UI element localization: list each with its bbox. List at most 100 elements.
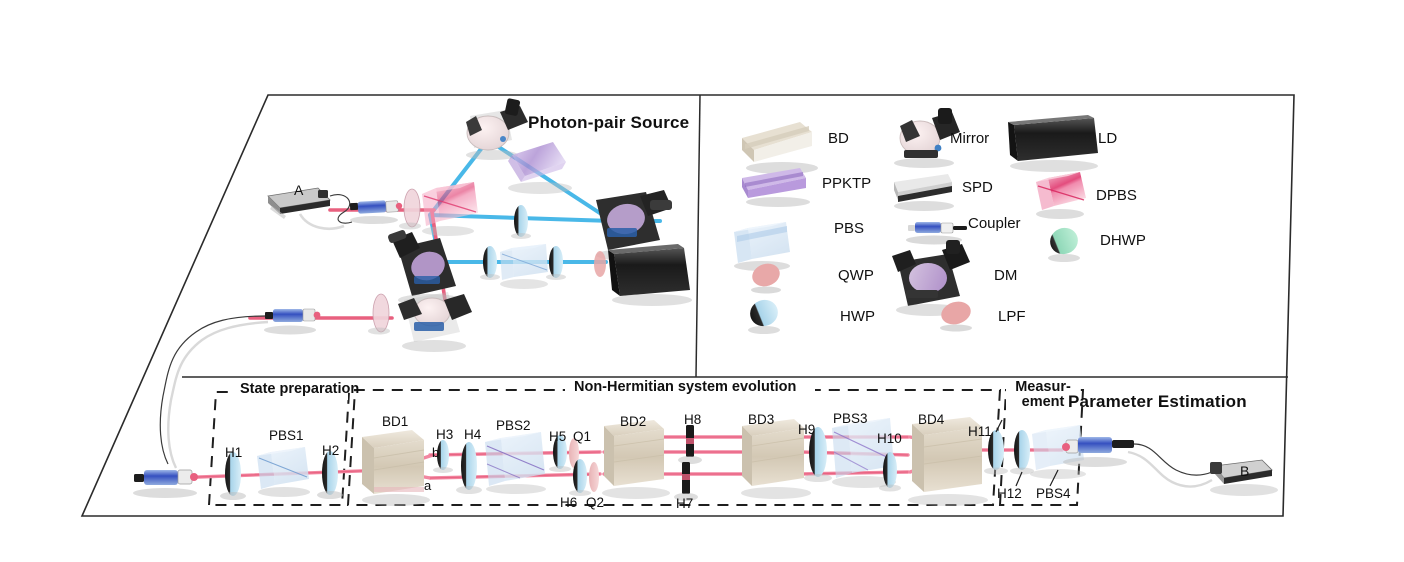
quarter-wave-plate-icon (751, 263, 781, 294)
optic-BD4 (908, 417, 988, 506)
component-label-H10: H10 (877, 431, 902, 446)
half-wave-plate-icon (748, 299, 780, 334)
section-title-non-hermitian: Non-Hermitian system evolution (574, 379, 797, 395)
optic-H5 (549, 435, 571, 472)
component-label-H2: H2 (322, 443, 340, 458)
optic-H1 (220, 452, 246, 500)
legend-label-lpf: LPF (998, 308, 1026, 325)
device-label-b: B (1240, 463, 1250, 479)
optic-H11 (984, 430, 1008, 475)
legend-label-dm: DM (994, 267, 1018, 284)
legend-label-coupler: Coupler (968, 215, 1021, 232)
ppktp-crystal-icon (742, 168, 810, 207)
component-label-PBS2: PBS2 (496, 418, 531, 433)
legend-label-dhwp: DHWP (1100, 232, 1146, 249)
device-a-box (267, 187, 331, 219)
laser-diode-source (608, 244, 692, 306)
optic-BD3 (741, 419, 811, 499)
dashed-box-state-preparation (207, 391, 351, 506)
optic-BD1 (362, 430, 430, 506)
component-label-BD4: BD4 (918, 412, 945, 427)
mirror-mount-lower (398, 292, 472, 352)
long-pass-filter-icon (940, 301, 972, 332)
component-label-H11: H11 (968, 424, 992, 439)
beam-displacer-icon (742, 122, 818, 174)
device-label-a: A (294, 182, 304, 198)
component-label-H3: H3 (436, 427, 454, 442)
fiber-to-device-b (1133, 443, 1213, 476)
section-title-state-preparation: State preparation (240, 381, 360, 397)
lens-1 (399, 188, 421, 230)
component-label-PBS4: PBS4 (1036, 486, 1071, 501)
dashed-box-measurement (998, 389, 1085, 506)
component-label-H5: H5 (549, 429, 567, 444)
dpbs-cube-source (422, 182, 478, 236)
component-label-H6: H6 (560, 495, 578, 510)
input-fiber-coupler (133, 469, 198, 498)
pbs-cube-icon (734, 222, 790, 271)
optic-H2 (317, 451, 343, 499)
legend-label-mirror: Mirror (950, 130, 990, 147)
legend-label-qwp: QWP (838, 267, 874, 284)
waveplate-disc-source-2 (546, 246, 566, 280)
mirror-mount-top (466, 98, 528, 160)
legend-label-bd: BD (828, 130, 849, 147)
optic-H4 (456, 442, 482, 494)
panel-title-photon-pair-source: Photon-pair Source (528, 113, 690, 132)
output-fiber-coupler (1062, 437, 1134, 467)
optic-H3 (433, 440, 453, 473)
lens-2 (368, 293, 390, 335)
section-title-measurement: Measur- ement (1007, 379, 1079, 411)
outer-frame (80, 94, 1295, 517)
component-label-H8: H8 (684, 412, 702, 427)
optic-H6 (569, 459, 591, 496)
optic-H7 (674, 462, 698, 501)
beam-label-a: a (424, 478, 432, 493)
fiber-coupler-1 (349, 200, 403, 224)
mirror-mount-icon (894, 108, 960, 168)
dashed-box-non-hermitian (346, 389, 1002, 506)
measurement-line-1: Measur- (1015, 379, 1071, 395)
dichroic-mirror-mount-lower (388, 230, 462, 306)
long-pass-filter-source (594, 251, 606, 277)
legend-label-pbs: PBS (834, 220, 865, 237)
label-leader-lines (995, 419, 1059, 487)
section-dashed-boxes (207, 389, 1085, 506)
component-label-H12: H12 (997, 486, 1022, 501)
component-label-Q2: Q2 (586, 495, 605, 510)
component-label-BD3: BD3 (748, 412, 775, 427)
optic-PBS1 (257, 447, 310, 497)
optic-PBS2 (485, 432, 546, 494)
dichroic-mirror-mount-source (596, 190, 672, 261)
legend-label-ld: LD (1098, 130, 1118, 147)
component-label-H9: H9 (798, 422, 816, 437)
single-photon-detector-icon (894, 174, 954, 211)
component-label-Q1: Q1 (573, 429, 592, 444)
fiber-coupler-2 (264, 308, 321, 335)
optic-H12 (1010, 430, 1034, 475)
panel-divider-vertical (695, 94, 701, 378)
waveplate-disc-source-3 (511, 205, 531, 239)
optic-H9 (804, 427, 832, 482)
legend-label-spd: SPD (962, 179, 993, 196)
waveplate-disc-source-1 (480, 246, 500, 280)
optic-H10 (879, 452, 901, 492)
optic-Q1 (569, 438, 579, 468)
bottom-panel-optics (133, 378, 1278, 506)
panel-title-parameter-estimation: Parameter Estimation (1068, 392, 1247, 411)
optic-Q2 (589, 462, 599, 492)
component-label-H1: H1 (225, 445, 243, 460)
dual-pbs-icon (1036, 172, 1086, 219)
legend-label-dpbs: DPBS (1096, 187, 1137, 204)
title-backers (232, 378, 1080, 410)
measurement-line-2: ement (1021, 394, 1065, 411)
fiber-to-bottom-panel (159, 315, 266, 465)
component-label-BD1: BD1 (382, 414, 409, 429)
legend-icons (734, 108, 1098, 334)
dual-half-wave-plate-icon (1048, 227, 1080, 262)
pbs-cube-source (500, 244, 548, 289)
legend-label-ppktp: PPKTP (822, 175, 872, 192)
beam-label-b: b (432, 445, 440, 460)
